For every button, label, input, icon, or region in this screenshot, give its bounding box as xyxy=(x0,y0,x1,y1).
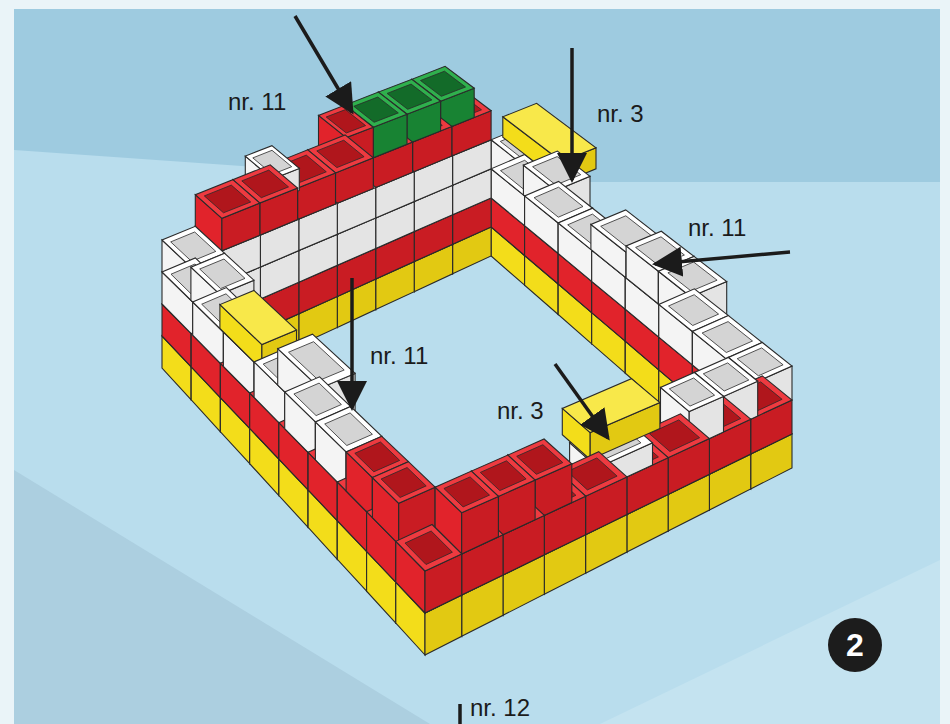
brick-cup xyxy=(444,477,490,507)
brick-cup xyxy=(669,295,719,326)
callout-number: nr. 3 xyxy=(497,397,544,425)
brick-cup xyxy=(669,378,714,406)
brick-cup xyxy=(326,110,365,133)
brick-top xyxy=(435,471,498,513)
brick-cup xyxy=(289,342,345,381)
brick-top xyxy=(191,253,254,294)
callout-number: nr. 11 xyxy=(370,342,428,370)
brick-top xyxy=(503,103,596,161)
brick-top xyxy=(396,525,462,572)
brick-cup xyxy=(405,531,452,565)
brick-top xyxy=(661,373,724,412)
brick-cup xyxy=(702,322,752,353)
pointer-arrow xyxy=(295,16,352,112)
brick-top xyxy=(562,379,660,433)
brick-top xyxy=(195,180,259,219)
brick-cup xyxy=(355,442,400,472)
callout-number: nr. 11 xyxy=(228,88,286,116)
pointer-arrow xyxy=(350,278,354,408)
step-badge: 2 xyxy=(828,618,882,672)
brick-top xyxy=(372,462,435,504)
callout-number: nr. 12 xyxy=(470,694,530,722)
callout-number: nr. 3 xyxy=(597,100,644,128)
brick-cup xyxy=(294,383,342,416)
callout-number: nr. 11 xyxy=(688,214,746,242)
pointer-arrow xyxy=(570,48,574,180)
pointer-arrow xyxy=(655,252,790,264)
brick-cup xyxy=(381,468,426,498)
brick-cup xyxy=(325,413,373,446)
pointer-arrow xyxy=(458,704,462,724)
pointer-arrow xyxy=(555,364,608,438)
brick-cup xyxy=(171,232,216,261)
brick-cup xyxy=(534,187,583,217)
brick xyxy=(562,379,660,460)
brick-cup xyxy=(204,185,250,213)
brick-cup xyxy=(200,259,245,289)
brick-cup xyxy=(567,458,617,490)
brick-cup xyxy=(668,262,717,291)
step-number: 2 xyxy=(846,629,864,661)
brick xyxy=(396,525,462,614)
floor-light xyxy=(600,560,940,724)
brick-top xyxy=(319,105,374,138)
brick-top xyxy=(220,290,297,344)
ground xyxy=(14,9,940,724)
